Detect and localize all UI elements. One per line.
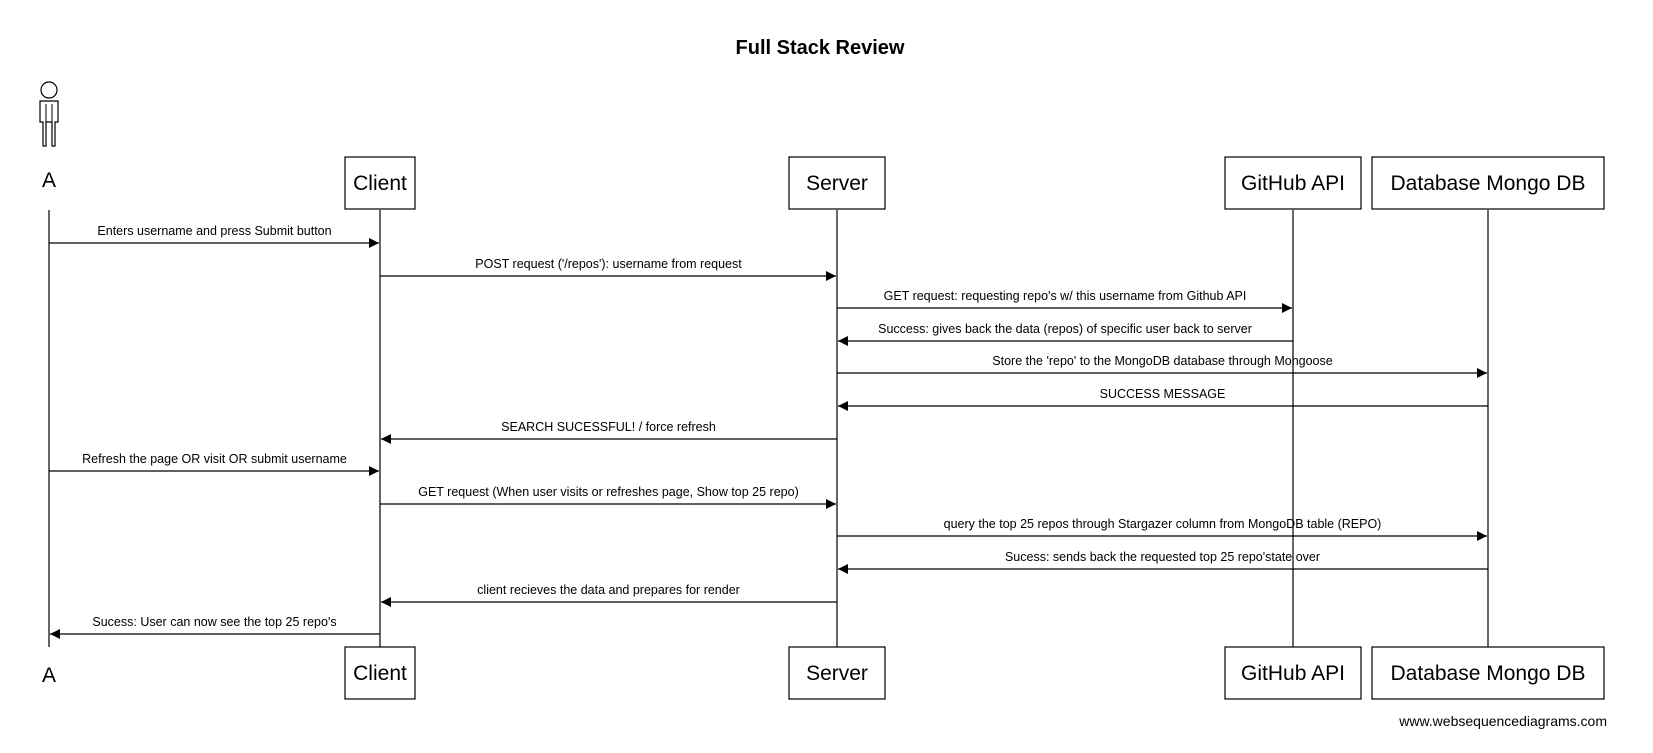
- message-label: SEARCH SUCESSFUL! / force refresh: [501, 420, 716, 434]
- participant-label-db-bottom: Database Mongo DB: [1391, 662, 1586, 685]
- message-label: query the top 25 repos through Stargazer…: [944, 517, 1382, 531]
- participant-label-server-bottom: Server: [806, 662, 868, 685]
- message-12: client recieves the data and prepares fo…: [381, 583, 837, 607]
- footer-credit: www.websequencediagrams.com: [1398, 713, 1607, 729]
- participant-box-github-top: [1224, 156, 1362, 210]
- participant-box-server-top: [788, 156, 886, 210]
- message-8: Refresh the page OR visit OR submit user…: [49, 452, 379, 476]
- message-arrows: Enters username and press Submit buttonP…: [49, 224, 1488, 639]
- participant-label-server-top: Server: [806, 172, 868, 195]
- message-label: Enters username and press Submit button: [97, 224, 331, 238]
- diagram-title: Full Stack Review: [736, 37, 905, 59]
- message-1: Enters username and press Submit button: [49, 224, 379, 248]
- participant-box-server-bottom: [788, 646, 886, 700]
- message-label: POST request ('/repos'): username from r…: [475, 257, 742, 271]
- participant-box-github-bottom: [1224, 646, 1362, 700]
- message-7: SEARCH SUCESSFUL! / force refresh: [381, 420, 837, 444]
- message-13: Sucess: User can now see the top 25 repo…: [50, 615, 380, 639]
- message-label: GET request: requesting repo's w/ this u…: [884, 289, 1247, 303]
- participant-box-client-bottom: [344, 646, 416, 700]
- message-3: GET request: requesting repo's w/ this u…: [837, 289, 1292, 313]
- participant-box-db-bottom: [1371, 646, 1605, 700]
- message-11: Sucess: sends back the requested top 25 …: [838, 550, 1488, 574]
- lifelines: [48, 210, 1489, 647]
- actor-figure-top: [39, 81, 59, 147]
- message-4: Success: gives back the data (repos) of …: [838, 322, 1293, 346]
- participant-label-db-top: Database Mongo DB: [1391, 172, 1586, 195]
- participant-label-github-bottom: GitHub API: [1241, 662, 1345, 685]
- message-6: SUCCESS MESSAGE: [838, 387, 1488, 411]
- participant-box-db-top: [1371, 156, 1605, 210]
- actor-label-bottom: A: [42, 664, 56, 687]
- participant-label-client-bottom: Client: [353, 662, 407, 685]
- participant-label-client-top: Client: [353, 172, 407, 195]
- message-label: Refresh the page OR visit OR submit user…: [82, 452, 347, 466]
- participant-box-client-top: [344, 156, 416, 210]
- message-label: Sucess: sends back the requested top 25 …: [1005, 550, 1320, 564]
- message-10: query the top 25 repos through Stargazer…: [837, 517, 1487, 541]
- message-5: Store the 'repo' to the MongoDB database…: [837, 354, 1487, 378]
- message-label: Store the 'repo' to the MongoDB database…: [992, 354, 1332, 368]
- message-2: POST request ('/repos'): username from r…: [380, 257, 836, 281]
- message-label: Sucess: User can now see the top 25 repo…: [92, 615, 336, 629]
- message-label: Success: gives back the data (repos) of …: [878, 322, 1252, 336]
- participant-label-github-top: GitHub API: [1241, 172, 1345, 195]
- message-label: SUCCESS MESSAGE: [1100, 387, 1226, 401]
- message-9: GET request (When user visits or refresh…: [380, 485, 836, 509]
- message-label: client recieves the data and prepares fo…: [477, 583, 740, 597]
- actor-label-top: A: [42, 169, 56, 192]
- message-label: GET request (When user visits or refresh…: [418, 485, 799, 499]
